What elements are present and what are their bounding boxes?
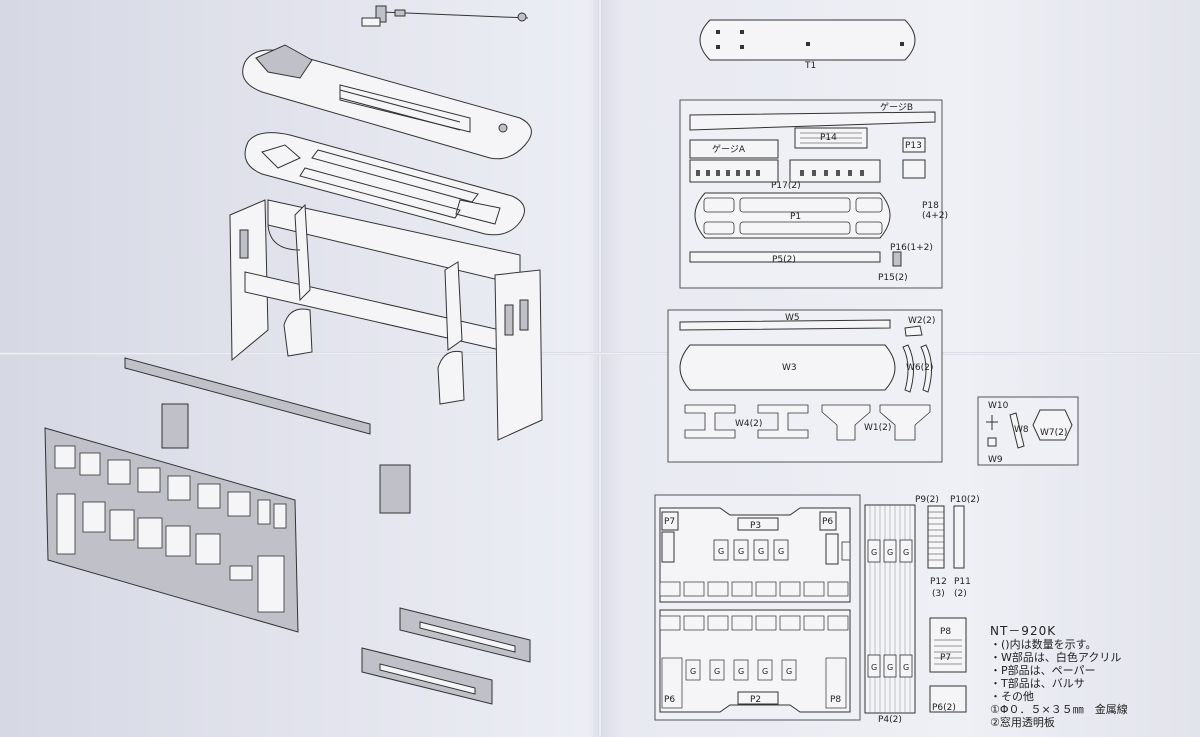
- label-W1: W1(2): [864, 423, 891, 433]
- label-P6-right: P6(2): [932, 703, 956, 713]
- label-G-7: G: [738, 667, 744, 676]
- part-P4: G G G G G G P4(2): [864, 504, 916, 725]
- fold-line-horizontal: [0, 352, 1200, 355]
- label-P9: P9(2): [915, 495, 939, 505]
- label-G-1: G: [718, 547, 724, 556]
- label-G-2: G: [738, 547, 744, 556]
- note-line: ・()内は数量を示す。: [990, 638, 1097, 651]
- label-G-3: G: [758, 547, 764, 556]
- label-P8-bottom: P8: [830, 695, 841, 705]
- label-P1: P1: [790, 212, 801, 222]
- label-G-10: G: [871, 548, 877, 557]
- fold-line-vertical: [598, 0, 602, 737]
- note-line: ②窓用透明板: [990, 716, 1055, 729]
- kit-notes: NT－920K ・()内は数量を示す。 ・W部品は、白色アクリル ・P部品は、ペ…: [990, 624, 1195, 730]
- label-W3: W3: [782, 363, 797, 373]
- label-P12: P12: [930, 577, 947, 587]
- side-panel: [44, 427, 299, 633]
- label-W10: W10: [988, 401, 1009, 411]
- roof-part: [242, 44, 532, 160]
- paper-sheet-lower: P3 P7 P6 G G G G G G G G G P6 P2 P8: [654, 494, 861, 721]
- label-P6-top: P6: [822, 517, 833, 527]
- label-W8: W8: [1014, 425, 1029, 435]
- label-gauge-b: ゲージB: [880, 101, 913, 113]
- end-window-panel-1: [161, 403, 189, 449]
- model-code: NT－920K: [990, 624, 1057, 638]
- label-W2: W2(2): [908, 316, 935, 326]
- label-G-13: G: [871, 663, 877, 672]
- label-G-8: G: [762, 667, 768, 676]
- side-strip: [124, 357, 371, 435]
- label-G-9: G: [786, 667, 792, 676]
- label-T1: T1: [804, 61, 816, 71]
- label-P4: P4(2): [878, 715, 902, 725]
- trolley-pole: [361, 5, 529, 27]
- label-P18: P18: [922, 201, 939, 211]
- label-W9: W9: [988, 455, 1003, 465]
- body-frame: [229, 199, 543, 441]
- label-G-15: G: [903, 663, 909, 672]
- label-G-4: G: [778, 547, 784, 556]
- note-line: ①Φ０．５×３５㎜ 金属線: [990, 703, 1128, 716]
- label-G-14: G: [887, 663, 893, 672]
- label-W6: W6(2): [906, 363, 933, 373]
- label-G-11: G: [887, 548, 893, 557]
- label-G-12: G: [903, 548, 909, 557]
- note-line: ・P部品は、ペーパー: [990, 664, 1096, 677]
- small-parts-box: W10 W8 W7(2) W9: [977, 396, 1079, 466]
- label-P7-right: P7: [940, 653, 951, 663]
- label-W4: W4(2): [735, 419, 762, 429]
- label-W5: W5: [785, 313, 800, 323]
- part-T1: T1: [699, 19, 916, 71]
- label-P11-qty: (2): [954, 589, 967, 599]
- label-G-6: G: [714, 667, 720, 676]
- label-P6-bottom: P6: [664, 695, 675, 705]
- label-P12-qty: (3): [932, 589, 945, 599]
- label-P2: P2: [750, 695, 761, 705]
- label-G-5: G: [690, 667, 696, 676]
- note-line: ・T部品は、バルサ: [990, 677, 1085, 690]
- label-P3: P3: [750, 521, 761, 531]
- label-P5: P5(2): [772, 255, 796, 265]
- note-line: ・W部品は、白色アクリル: [990, 651, 1122, 664]
- paper-sheet-upper: ゲージB P14 ゲージA P13 P17(2) P1 P18 (4+2) P1…: [679, 99, 948, 289]
- label-P15: P15(2): [878, 273, 908, 283]
- label-P16: P16(1+2): [890, 243, 933, 253]
- label-P10: P10(2): [950, 495, 980, 505]
- label-P17: P17(2): [771, 181, 801, 191]
- floor-part: [244, 132, 525, 236]
- label-gauge-a: ゲージA: [712, 143, 746, 155]
- label-P7-top: P7: [664, 517, 675, 527]
- note-line: ・その他: [990, 690, 1034, 703]
- label-W7: W7(2): [1040, 428, 1067, 438]
- label-P13: P13: [905, 141, 922, 151]
- label-P11: P11: [954, 577, 971, 587]
- label-P18-qty: (4+2): [922, 211, 948, 221]
- label-P14: P14: [820, 133, 837, 143]
- label-P8-right: P8: [940, 627, 951, 637]
- step-parts: [361, 607, 531, 705]
- end-window-panel-2: [379, 464, 411, 514]
- parts-P9-P12: P9(2) P10(2) P12 (3) P11 (2) P8 P7 P6(2): [915, 495, 980, 713]
- acrylic-sheet: W5 W3 W2(2) W6(2) W4(2) W1(2): [667, 309, 943, 463]
